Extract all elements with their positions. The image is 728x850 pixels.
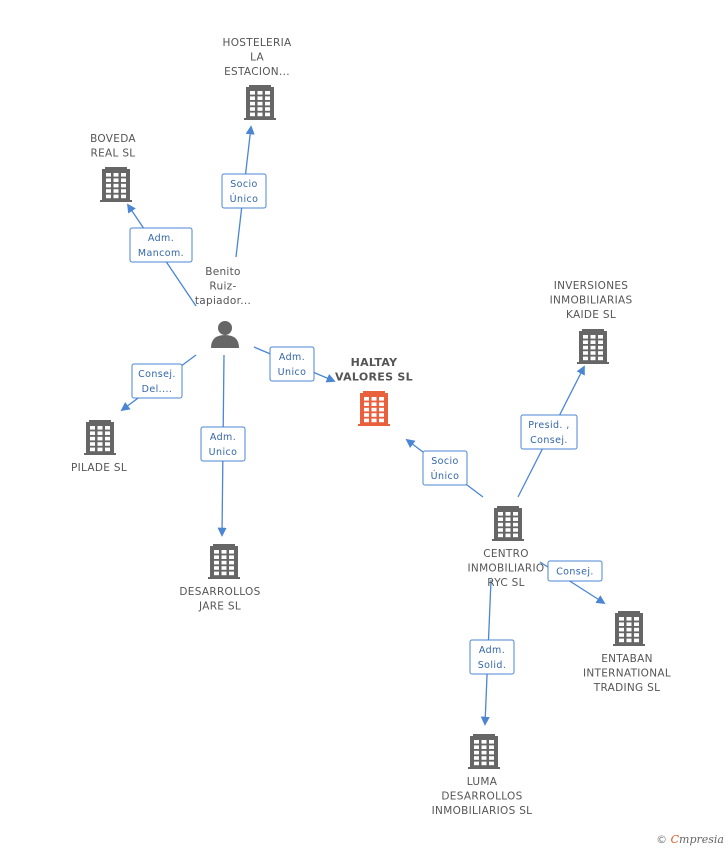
node-label-line: TRADING SL [593, 682, 661, 694]
node-label-hosteleria[interactable]: HOSTELERIA LA ESTACION... [223, 37, 292, 78]
node-label-line: REAL SL [91, 148, 136, 160]
edge-label-text: Mancom. [138, 248, 184, 259]
building-icon[interactable] [100, 167, 132, 202]
node-label-line: VALORES SL [335, 371, 413, 384]
edge-label-benito-to-haltay[interactable]: Adm. Unico [269, 346, 315, 382]
edge-label-text: Socio [230, 179, 258, 190]
node-label-line: PILADE SL [71, 462, 127, 474]
edge-label-box [469, 639, 515, 675]
node-label-line: DESARROLLOS [441, 791, 522, 803]
building-icon[interactable] [84, 420, 116, 455]
node-label-line: tapiador... [195, 295, 251, 307]
node-label-line: ENTABAN [601, 653, 653, 665]
edge-label-text: Consej. [138, 369, 176, 380]
edge-label-text: Solid. [478, 660, 507, 671]
node-label-desarrollos_jare[interactable]: DESARROLLOS JARE SL [179, 586, 260, 613]
node-label-line: RYC SL [487, 577, 524, 589]
edge-label-centro-to-entaban[interactable]: Consej. [547, 560, 603, 582]
building-icon[interactable] [492, 506, 524, 541]
edge-label-benito-to-pilade[interactable]: Consej. Del.... [131, 363, 183, 399]
node-label-line: LUMA [467, 776, 498, 788]
node-label-line: HOSTELERIA [223, 37, 292, 49]
node-label-line: INTERNATIONAL [583, 668, 671, 680]
brand-initial: C [670, 833, 680, 846]
edge-label-box [547, 560, 603, 582]
edge-label-box [520, 414, 578, 450]
node-label-line: INMOBILIARIO [468, 563, 545, 575]
edge-label-box [131, 363, 183, 399]
edge-label-centro-to-inversiones[interactable]: Presid. , Consej. [520, 414, 578, 450]
edge-label-text: Unico [209, 447, 238, 458]
node-label-line: HALTAY [351, 356, 399, 369]
node-label-line: DESARROLLOS [179, 586, 260, 598]
building-icon[interactable] [468, 734, 500, 769]
edge-labels-layer: SocioÚnicoAdm.Mancom.Adm.UnicoConsej.Del… [129, 173, 603, 675]
edge-label-text: Único [431, 470, 460, 482]
node-label-line: JARE SL [198, 601, 241, 613]
node-label-line: INMOBILIARIOS SL [432, 805, 533, 817]
edge-label-box [200, 426, 246, 462]
node-label-line: ESTACION... [224, 66, 290, 78]
node-label-boveda[interactable]: BOVEDA REAL SL [90, 133, 136, 160]
copyright-symbol: © [656, 833, 668, 846]
building-icon[interactable] [244, 85, 276, 120]
main-company-building-icon[interactable] [358, 391, 390, 426]
node-label-line: Benito [205, 266, 241, 278]
edge-label-text: Del.... [142, 384, 173, 395]
edge-label-text: Consej. [530, 435, 568, 446]
node-label-line: Ruiz- [209, 281, 236, 293]
edge-label-benito-to-boveda[interactable]: Adm. Mancom. [129, 227, 193, 263]
edge-label-box [269, 346, 315, 382]
node-label-line: LA [250, 52, 264, 64]
node-label-entaban[interactable]: ENTABAN INTERNATIONAL TRADING SL [583, 653, 671, 694]
node-label-line: KAIDE SL [566, 309, 616, 321]
edge-label-text: Unico [278, 367, 307, 378]
building-icon[interactable] [577, 329, 609, 364]
edge-label-box [422, 450, 468, 486]
edge-label-text: Adm. [210, 432, 236, 443]
node-label-line: INVERSIONES [554, 280, 629, 292]
node-label-haltay[interactable]: HALTAY VALORES SL [335, 356, 413, 384]
edge-label-benito-to-desarrollos_jare[interactable]: Adm. Unico [200, 426, 246, 462]
node-label-line: CENTRO [483, 548, 529, 560]
node-label-luma[interactable]: LUMA DESARROLLOS INMOBILIARIOS SL [432, 776, 533, 817]
person-icon[interactable] [211, 321, 239, 348]
node-label-benito[interactable]: BenitoRuiz-tapiador... [195, 266, 251, 307]
edge-label-text: Único [230, 193, 259, 205]
edge-label-text: Presid. , [528, 420, 569, 431]
node-label-line: INMOBILIARIAS [550, 295, 633, 307]
edge-label-text: Consej. [556, 567, 594, 578]
edge-label-text: Socio [431, 456, 459, 467]
footer-brand: © Cmpresia [656, 833, 724, 846]
node-label-line: BOVEDA [90, 133, 136, 145]
node-label-inversiones[interactable]: INVERSIONES INMOBILIARIAS KAIDE SL [550, 280, 633, 321]
edge-label-box [221, 173, 267, 209]
building-icon[interactable] [208, 544, 240, 579]
edge-label-text: Adm. [479, 645, 505, 656]
edge-label-text: Adm. [279, 352, 305, 363]
brand-rest: mpresia [679, 833, 724, 846]
building-icon[interactable] [613, 611, 645, 646]
node-label-pilade[interactable]: PILADE SL [71, 462, 127, 474]
edge-label-centro-to-luma[interactable]: Adm. Solid. [469, 639, 515, 675]
edge-label-box [129, 227, 193, 263]
edge-label-text: Adm. [148, 233, 174, 244]
node-label-centro[interactable]: CENTRO INMOBILIARIO RYC SL [468, 548, 545, 589]
